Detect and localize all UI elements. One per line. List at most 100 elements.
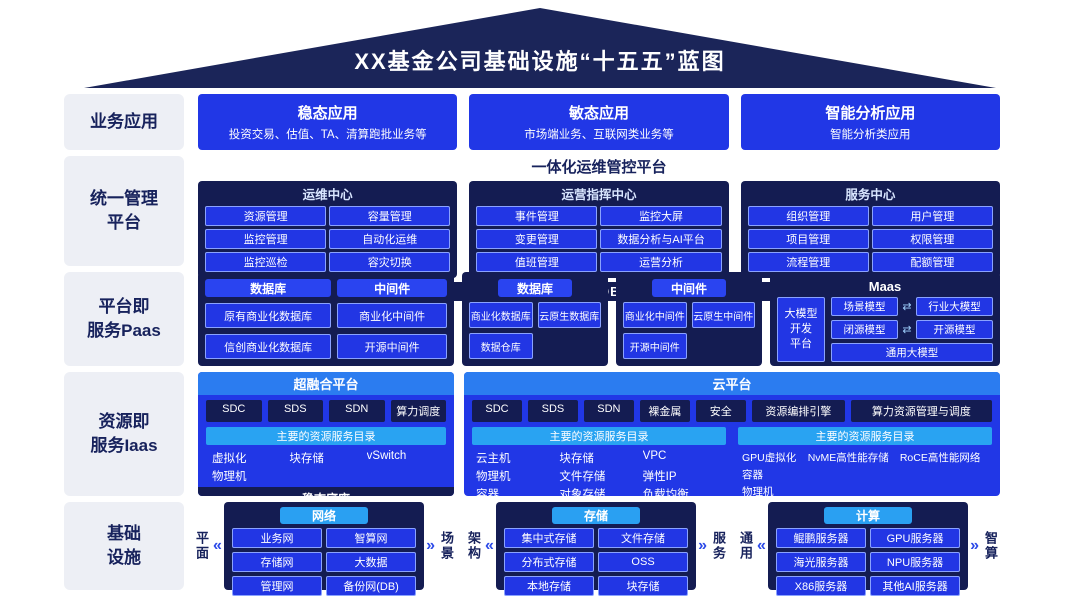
resource-item: 块存储: [559, 453, 594, 465]
infra-cell: 分布式存储: [503, 552, 594, 572]
sd-cell: 资源编排引擎: [751, 400, 845, 422]
paas-header-middleware: 中间件: [652, 279, 726, 297]
row-label-infrastructure: 基础 设施: [64, 502, 184, 590]
resource-item: NvME高性能存储: [807, 452, 889, 464]
app-desc: 市场端业务、互联网类业务等: [524, 129, 674, 141]
sd-cell: SDC: [206, 400, 262, 422]
row-label-line: 统一管理: [90, 189, 158, 209]
side-label-plane: 平面: [194, 531, 209, 561]
center-grid: 资源管理 容量管理 监控管理 自动化运维 监控巡检 容灾切换: [205, 206, 451, 272]
stable-base-footer: 稳态底座: [198, 487, 454, 496]
center-title: 运营指挥中心: [561, 188, 637, 202]
hci-sd-row: SDC SDS SDN 算力调度: [198, 395, 454, 425]
paas-header-database: 数据库: [498, 279, 572, 297]
network-title: 网络: [280, 507, 368, 524]
row-label-line: 服务Iaas: [90, 436, 158, 455]
maas-model-cell: 开源模型: [915, 320, 993, 339]
side-label-service: 服务: [711, 531, 726, 561]
paas-header-middleware: 中间件: [337, 279, 447, 297]
row-label-business: 业务应用: [64, 94, 184, 150]
paas-cell: 商业化中间件: [337, 303, 447, 328]
maas-left-line: 平台: [790, 337, 812, 350]
mgmt-cell: 监控管理: [205, 229, 327, 249]
infra-group-storage: 架构 « 存储 集中式存储 文件存储 分布式存储 OSS 本地存储 块存储: [464, 502, 728, 596]
resource-item: 物理机: [212, 471, 247, 483]
paas-cell: 云原生中间件: [691, 302, 755, 328]
mgmt-cell: 监控大屏: [600, 206, 722, 226]
infra-group-compute: 通用 « 计算 鲲鹏服务器 GPU服务器 海光服务器 NPU服务器 X86服务器…: [736, 502, 1000, 596]
cloud-col-highperf: 主要的资源服务目录 GPU虚拟化 NvME高性能存储 RoCE高性能网络 容器 …: [738, 425, 992, 496]
swap-arrow-icon: ⇄: [902, 301, 912, 313]
side-label-architecture: 架构: [466, 531, 481, 561]
infra-cell: 存储网: [231, 552, 322, 572]
infra-cell: 文件存储: [598, 528, 689, 548]
infrastructure-content: 平面 « 网络 业务网 智算网 存储网 大数据 管理网 备份网(DB): [192, 502, 1000, 596]
mgmt-cell: 监控巡检: [205, 252, 327, 272]
large-model-platform-cell: 大模型 开发 平台: [777, 297, 825, 362]
unified-ops-platform-title: 一体化运维管控平台: [531, 159, 667, 176]
paas-cell: 原有商业化数据库: [205, 303, 332, 328]
storage-box: 存储 集中式存储 文件存储 分布式存储 OSS 本地存储 块存储: [495, 502, 697, 596]
mgmt-cell: 容量管理: [329, 206, 451, 226]
maas-left-line: 大模型: [784, 308, 818, 321]
paas-cell: 商业化数据库: [469, 302, 533, 328]
resource-item: 文件存储: [559, 471, 606, 483]
resource-item: GPU虚拟化: [742, 452, 797, 464]
mgmt-cell: 运营分析: [600, 252, 722, 272]
resource-item: 块存储: [289, 453, 324, 465]
paas-group-db-mw: 数据库 中间件 原有商业化数据库 商业化中间件 信创商业化数据库 开源中间件: [198, 272, 454, 366]
infra-cell: 本地存储: [503, 576, 594, 596]
paas-cell: 云原生数据库: [537, 302, 601, 328]
mgmt-cell: 自动化运维: [329, 229, 451, 249]
row-label-line: 业务应用: [90, 112, 158, 132]
cloud-items-highperf: GPU虚拟化 NvME高性能存储 RoCE高性能网络 容器 物理机: [738, 447, 992, 496]
infra-cell: 集中式存储: [503, 528, 594, 548]
infra-cell: GPU服务器: [870, 528, 961, 548]
resource-catalog-bar: 主要的资源服务目录: [472, 427, 726, 445]
paas-content: 数据库 中间件 原有商业化数据库 商业化中间件 信创商业化数据库 开源中间件 数…: [198, 272, 1000, 366]
mgmt-cell: 资源管理: [205, 206, 327, 226]
resource-item: 物理机: [476, 471, 511, 483]
side-label-scene: 场景: [439, 531, 454, 561]
sd-cell: 算力调度: [390, 400, 446, 422]
cloud-platform-box: 云平台 SDC SDS SDN 裸金属 安全 资源编排引擎 算力资源管理与调度 …: [464, 372, 1000, 496]
cloud-sd-row: SDC SDS SDN 裸金属 安全 资源编排引擎 算力资源管理与调度: [464, 395, 1000, 425]
maas-model-cell: 场景模型: [831, 297, 898, 316]
infra-cell: NPU服务器: [870, 552, 961, 572]
infra-cell: 管理网: [231, 576, 322, 596]
paas-cell: 开源中间件: [623, 333, 687, 359]
infra-cell: 大数据: [326, 552, 417, 572]
mgmt-cell: 配额管理: [871, 252, 993, 272]
app-box-intelligent: 智能分析应用 智能分析类应用: [740, 94, 1000, 150]
maas-body: 大模型 开发 平台 场景模型 ⇄ 行业大模型 闭源模型 ⇄ 开源模型 通用大模型: [777, 297, 993, 362]
mgmt-cell: 流程管理: [747, 252, 869, 272]
storage-grid: 集中式存储 文件存储 分布式存储 OSS 本地存储 块存储: [503, 528, 689, 596]
sd-cell: SDC: [472, 400, 522, 422]
app-desc: 投资交易、估值、TA、清算跑批业务等: [228, 129, 427, 141]
resource-item: 负载均衡: [642, 489, 689, 496]
paas-cell: 信创商业化数据库: [205, 334, 332, 359]
maas-grid: 场景模型 ⇄ 行业大模型 闭源模型 ⇄ 开源模型 通用大模型: [831, 297, 993, 362]
row-label-text: 统一管理 平台: [90, 187, 158, 235]
side-label-aicompute: 智算: [983, 531, 998, 561]
row-business: 业务应用 稳态应用 投资交易、估值、TA、清算跑批业务等 敏态应用 市场端业务、…: [64, 94, 1000, 150]
swap-arrow-icon: ⇄: [902, 324, 912, 336]
app-title: 稳态应用: [297, 105, 358, 122]
chevron-left-icon: «: [213, 537, 222, 554]
row-label-line: 平台即: [98, 297, 150, 317]
infra-group-network: 平面 « 网络 业务网 智算网 存储网 大数据 管理网 备份网(DB): [192, 502, 456, 596]
row-label-text: 资源即 服务Iaas: [90, 410, 157, 458]
center-box-command: 运营指挥中心 事件管理 监控大屏 变更管理 数据分析与AI平台 值班管理 运营分…: [469, 181, 729, 278]
app-box-stable: 稳态应用 投资交易、估值、TA、清算跑批业务等: [198, 94, 458, 150]
management-content: 一体化运维管控平台 运维中心 资源管理 容量管理 监控管理 自动化运维 监控巡检…: [198, 156, 1000, 301]
row-label-line: 设施: [107, 548, 141, 567]
chevron-right-icon: »: [426, 537, 435, 554]
resource-catalog-bar: 主要的资源服务目录: [738, 427, 992, 445]
center-box-operations: 运维中心 资源管理 容量管理 监控管理 自动化运维 监控巡检 容灾切换: [198, 181, 458, 278]
app-title: 敏态应用: [568, 105, 629, 122]
maas-model-cell: 闭源模型: [831, 320, 898, 339]
paas-group-middleware: 中间件 商业化中间件 云原生中间件 开源中间件: [616, 272, 762, 366]
resource-item: 弹性IP: [642, 471, 677, 483]
roof: XX基金公司基础设施“十五五”蓝图: [84, 8, 996, 88]
